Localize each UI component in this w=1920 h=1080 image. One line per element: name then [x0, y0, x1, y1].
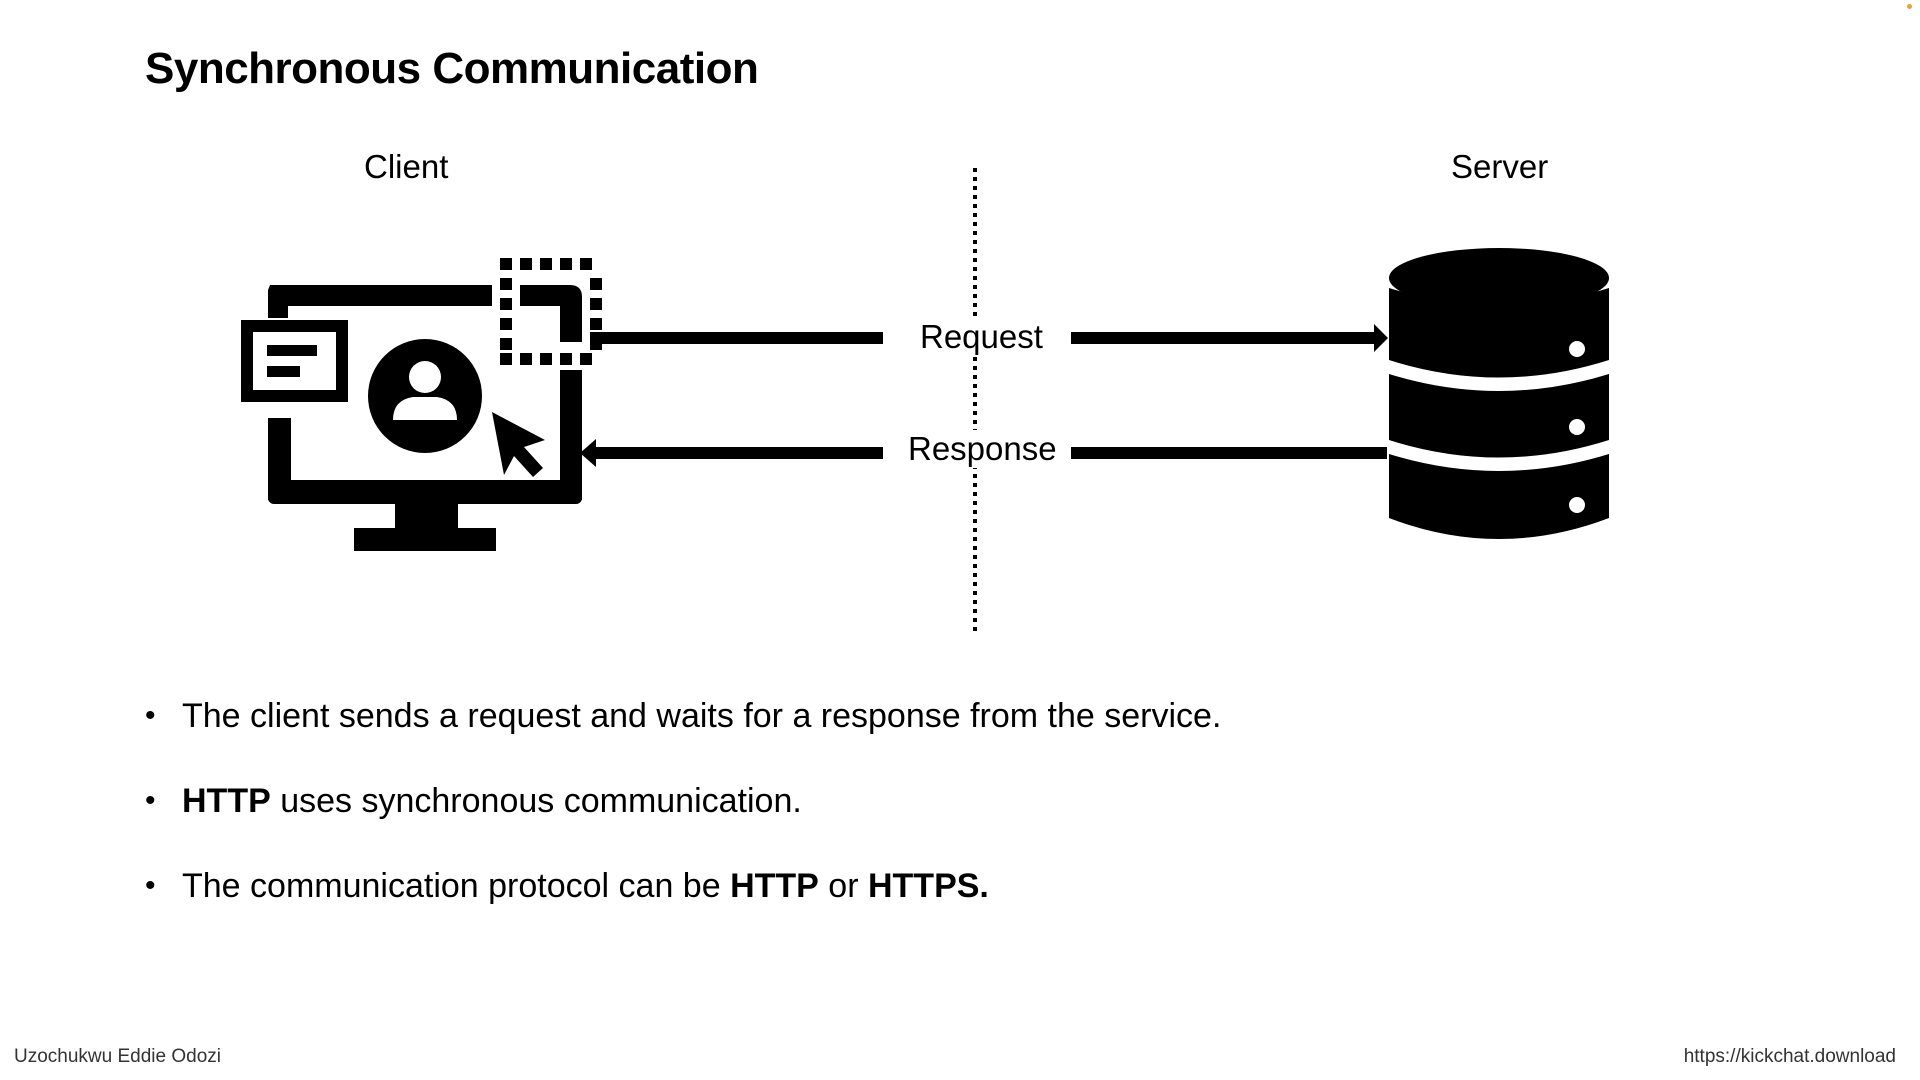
- database-icon: [1389, 248, 1609, 539]
- footer-url[interactable]: https://kickchat.download: [1683, 1046, 1896, 1067]
- cursor-icon: [492, 412, 545, 477]
- bullet-text: uses synchronous communication.: [270, 782, 802, 820]
- response-label: Response: [902, 430, 1063, 468]
- bullet-text-bold: HTTP: [182, 782, 271, 820]
- bullet-list: • The client sends a request and waits f…: [145, 693, 1221, 948]
- bullet-text: The communication protocol can be: [182, 867, 731, 905]
- bullet-text-bold: HTTPS.: [867, 867, 989, 905]
- server-label: Server: [1451, 148, 1549, 185]
- bullet-dot: •: [145, 784, 156, 817]
- bullet-dot: •: [145, 869, 156, 902]
- computer-user-icon: [241, 258, 602, 551]
- request-arrow: [590, 324, 1388, 352]
- request-label: Request: [914, 318, 1049, 356]
- communication-diagram: [241, 168, 1609, 632]
- bullet-text-bold: HTTP: [730, 867, 819, 905]
- response-arrow: [580, 439, 1387, 467]
- bullet-item: • The communication protocol can be HTTP…: [145, 863, 1221, 909]
- bullet-item: • HTTP uses synchronous communication.: [145, 778, 1221, 824]
- bullet-dot: •: [145, 699, 156, 732]
- corner-dot: [1907, 4, 1912, 9]
- client-label: Client: [364, 148, 449, 185]
- footer-author: Uzochukwu Eddie Odozi: [14, 1046, 221, 1067]
- slide-title: Synchronous Communication: [145, 44, 759, 93]
- bullet-text: The client sends a request and waits for…: [182, 697, 1222, 735]
- bullet-text: or: [818, 867, 868, 905]
- bullet-item: • The client sends a request and waits f…: [145, 693, 1221, 739]
